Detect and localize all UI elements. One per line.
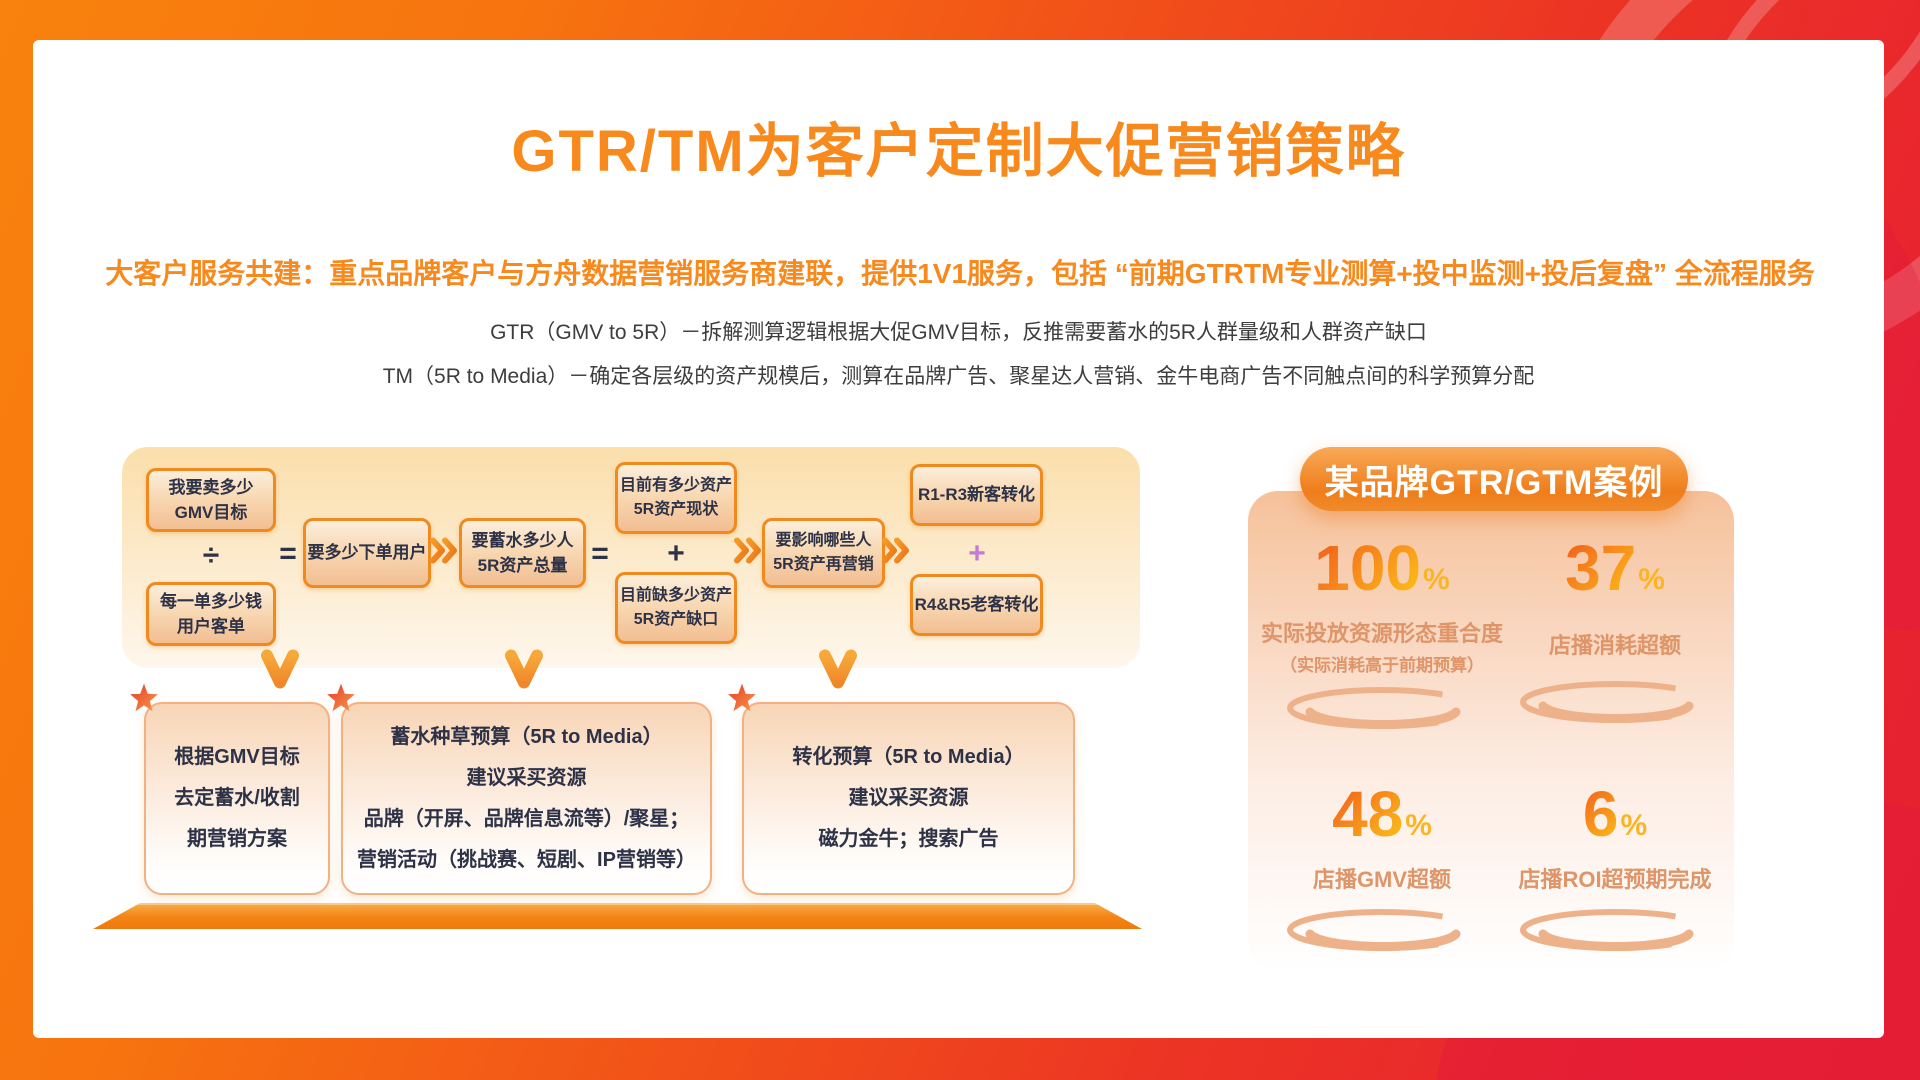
flow-box-line: 要多少下单用户 xyxy=(307,543,427,563)
stat-label: 实际投放资源形态重合度 xyxy=(1260,621,1503,646)
equals-operator: = xyxy=(279,537,297,570)
platform-base xyxy=(93,903,1142,929)
page-title: GTR/TM为客户定制大促营销策略 xyxy=(511,119,1406,184)
stat-label: 店播消耗超额 xyxy=(1548,633,1681,658)
flow-box-unit-price: 每一单多少钱 用户客单 xyxy=(146,582,276,646)
stat-live-roi-over: 6 % 店播ROI超预期完成 xyxy=(1506,782,1724,969)
flow-box-line: 我要卖多少 xyxy=(168,477,254,497)
stat-value: 48 xyxy=(1332,778,1404,850)
pedestal-ring-icon xyxy=(1515,678,1715,741)
flow-box-gmv-target: 我要卖多少 GMV目标 xyxy=(146,468,276,532)
flow-box-line: 要蓄水多少人 xyxy=(471,530,574,550)
card-line: 根据GMV目标 xyxy=(174,746,300,768)
card-line: 转化预算（5R to Media） xyxy=(792,746,1025,768)
stat-value: 37 xyxy=(1565,532,1637,604)
flow-box-line: 目前缺多少资产 xyxy=(619,587,732,604)
flow-box-line: 每一单多少钱 xyxy=(160,591,262,611)
stat-resource-overlap: 100 % 实际投放资源形态重合度 （实际消耗高于前期预算） xyxy=(1256,536,1508,747)
flow-box-line: 要影响哪些人 xyxy=(775,532,872,549)
stat-live-gmv-over: 48 % 店播GMV超额 xyxy=(1256,782,1508,969)
stat-value: 100 xyxy=(1314,532,1422,604)
stat-unit: % xyxy=(1638,563,1665,596)
arrow-down-icon xyxy=(502,648,546,697)
flow-box-old-customer: R4&R5老客转化 xyxy=(910,574,1043,636)
plus-operator: + xyxy=(667,537,685,570)
stat-label: 店播ROI超预期完成 xyxy=(1518,867,1712,892)
plus-operator: + xyxy=(968,537,986,570)
pedestal-ring-icon xyxy=(1515,906,1715,969)
stat-sublabel: （实际消耗高于前期预算） xyxy=(1280,655,1484,675)
chevron-right-icon xyxy=(882,537,912,570)
flow-box-line: 用户客单 xyxy=(177,617,245,636)
flow-box-assets-gap: 目前缺多少资产 5R资产缺口 xyxy=(615,572,737,644)
card-line: 营销活动（挑战赛、短剧、IP营销等） xyxy=(357,848,696,871)
stat-live-spend-over: 37 % 店播消耗超额 xyxy=(1506,536,1724,741)
arrow-down-icon xyxy=(258,648,302,697)
divide-operator: ÷ xyxy=(202,539,220,572)
stat-unit: % xyxy=(1405,809,1432,842)
flow-box-line: 5R资产缺口 xyxy=(633,611,719,628)
flow-box-line: 目前有多少资产 xyxy=(619,477,732,494)
description-line-1: GTR（GMV to 5R）－拆解测算逻辑根据大促GMV目标，反推需要蓄水的5R… xyxy=(490,321,1427,344)
card-line: 建议采买资源 xyxy=(848,787,969,809)
pedestal-ring-icon xyxy=(1282,684,1482,747)
chevron-right-icon xyxy=(430,537,460,570)
description-line-2: TM（5R to Media）－确定各层级的资产规模后，测算在品牌广告、聚星达人… xyxy=(382,365,1535,388)
flow-box-influence: 要影响哪些人 5R资产再营销 xyxy=(762,518,885,588)
equals-operator: = xyxy=(591,537,609,570)
case-study-header: 某品牌GTR/GTM案例 xyxy=(1300,447,1688,511)
stat-unit: % xyxy=(1620,809,1648,842)
card-line: 品牌（开屏、品牌信息流等）/聚星； xyxy=(363,807,690,830)
arrow-down-icon xyxy=(816,648,860,697)
pedestal-ring-icon xyxy=(1282,906,1482,969)
card-line: 去定蓄水/收割 xyxy=(174,787,300,809)
card-line: 期营销方案 xyxy=(187,828,287,850)
card-line: 蓄水种草预算（5R to Media） xyxy=(390,725,663,748)
strategy-card-conversion-budget: 转化预算（5R to Media） 建议采买资源 磁力金牛；搜索广告 xyxy=(742,702,1075,895)
stat-value: 6 xyxy=(1582,778,1619,850)
flow-box-assets-now: 目前有多少资产 5R资产现状 xyxy=(615,462,737,534)
strategy-card-gmv-plan: 根据GMV目标 去定蓄水/收割 期营销方案 xyxy=(144,702,330,895)
flow-box-line: 5R资产总量 xyxy=(477,556,568,575)
flow-box-reservoir-people: 要蓄水多少人 5R资产总量 xyxy=(459,518,586,588)
star-icon xyxy=(726,683,758,720)
stat-number: 100 % xyxy=(1314,536,1449,600)
stat-number: 6 % xyxy=(1583,782,1647,846)
flow-box-line: GMV目标 xyxy=(174,503,248,522)
strategy-card-seeding-budget: 蓄水种草预算（5R to Media） 建议采买资源 品牌（开屏、品牌信息流等）… xyxy=(341,702,712,895)
stat-label: 店播GMV超额 xyxy=(1312,867,1452,892)
card-line: 建议采买资源 xyxy=(466,766,587,789)
flow-box-line: 5R资产再营销 xyxy=(773,556,874,573)
star-icon xyxy=(325,683,357,720)
flow-box-new-customer: R1-R3新客转化 xyxy=(910,464,1043,526)
flow-box-order-users: 要多少下单用户 xyxy=(303,518,431,588)
case-study-card xyxy=(1248,491,1734,971)
star-icon xyxy=(128,683,160,720)
flow-box-line: 5R资产现状 xyxy=(633,501,719,518)
stat-number: 37 % xyxy=(1565,536,1665,600)
flow-box-line: R4&R5老客转化 xyxy=(914,595,1039,615)
chevron-right-icon xyxy=(734,537,764,570)
card-line: 磁力金牛；搜索广告 xyxy=(818,828,999,850)
stat-unit: % xyxy=(1423,563,1450,596)
subtitle: 大客户服务共建：重点品牌客户与方舟数据营销服务商建联，提供1V1服务，包括 “前… xyxy=(105,258,1815,289)
stat-number: 48 % xyxy=(1332,782,1432,846)
flow-box-line: R1-R3新客转化 xyxy=(917,485,1036,505)
